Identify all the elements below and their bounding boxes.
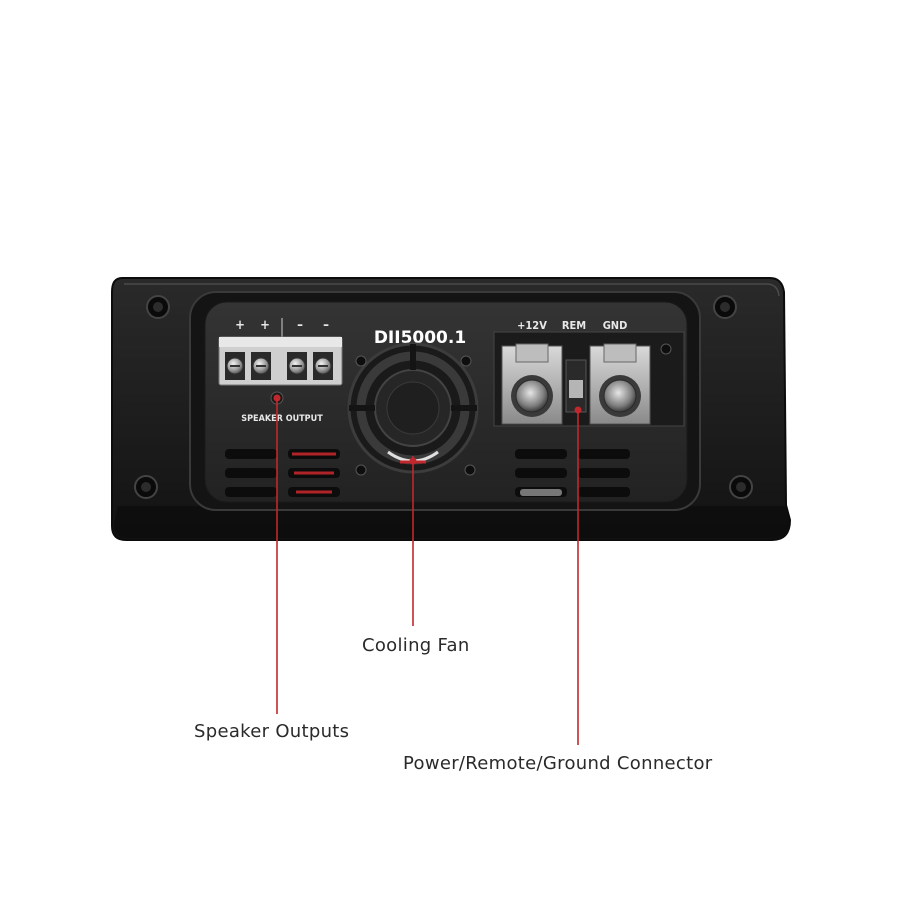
speaker-sign-2: + [260,318,270,333]
callout-label-fan: Cooling Fan [362,635,470,656]
speaker-terminal-screws [225,352,333,380]
vent-slots [225,449,630,497]
power-label-gnd: GND [603,319,628,332]
speaker-output-label: SPEAKER OUTPUT [241,414,323,424]
callout-lines [273,394,582,745]
power-terminal-block: +12V REM GND [493,319,685,427]
speaker-sign-1: + [235,318,245,333]
power-label-rem: REM [562,319,586,332]
model-label: DII5000.1 [374,328,466,348]
mounting-screws [134,295,753,499]
callout-dot-fan [409,457,417,465]
speaker-sign-3: – [297,318,303,333]
callout-label-speaker: Speaker Outputs [194,721,350,742]
power-label-12v: +12V [517,319,547,332]
callout-label-power: Power/Remote/Ground Connector [403,753,713,774]
cooling-fan [347,342,479,476]
speaker-sign-4: – [323,318,329,333]
callout-dot-speaker [273,394,281,402]
callout-dot-power [574,406,582,414]
